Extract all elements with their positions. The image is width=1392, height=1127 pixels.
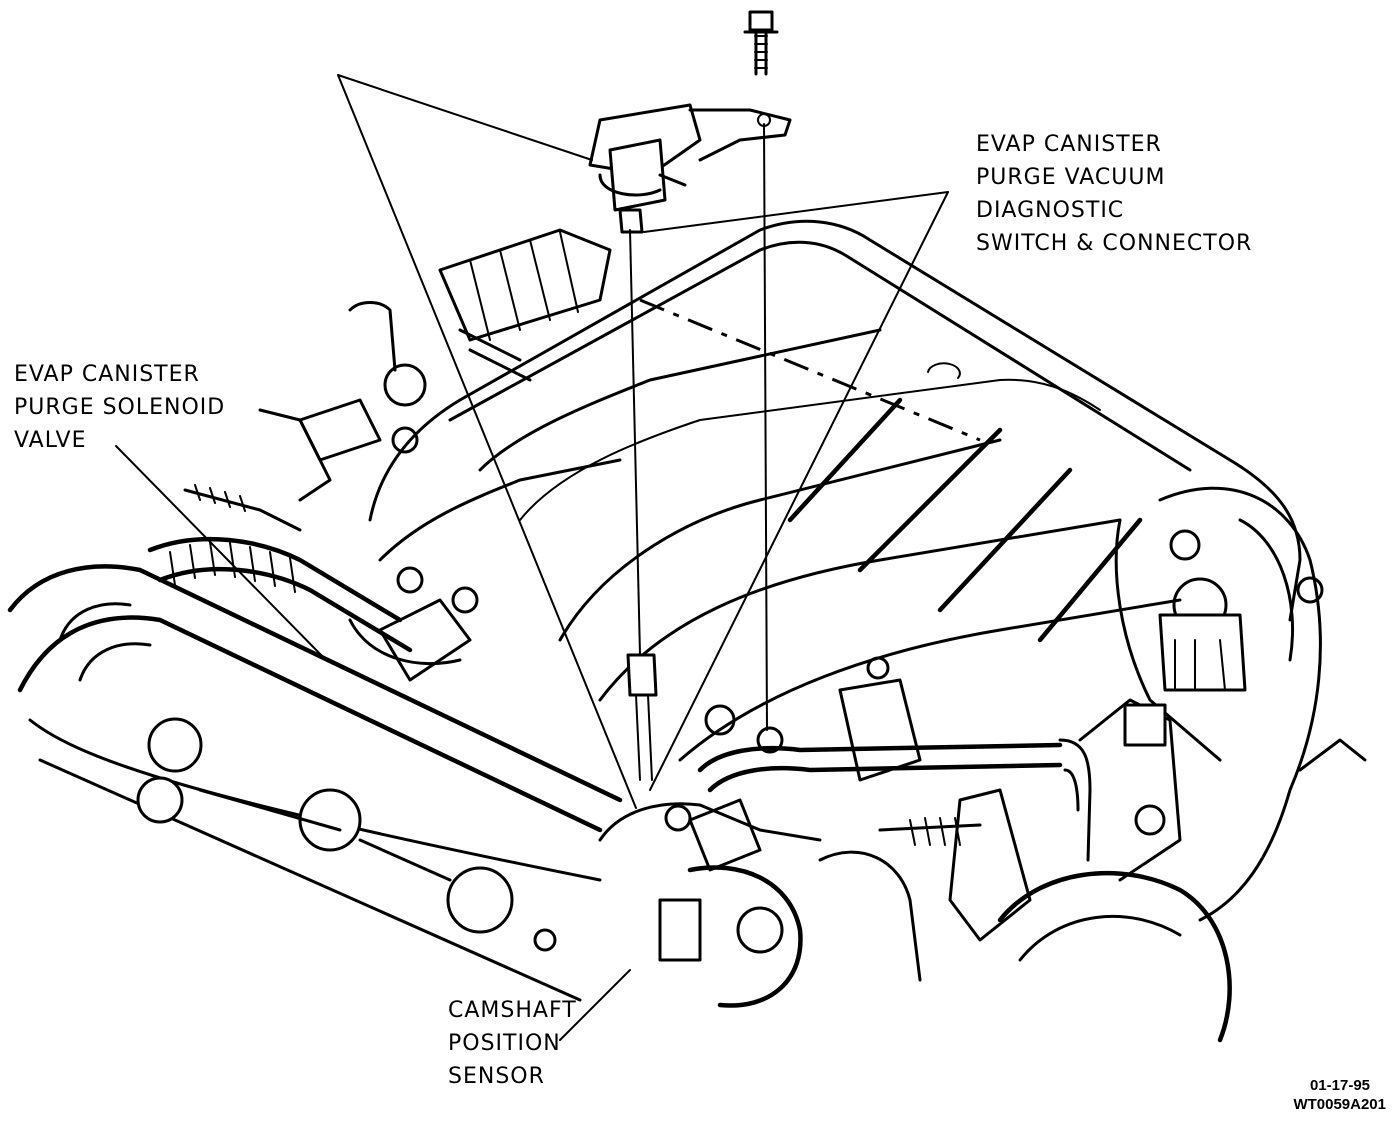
purge-switch-label-line-1: EVAP CANISTER (976, 132, 1162, 157)
camshaft-label-line-2: POSITION (448, 1031, 561, 1056)
wiring-harness (147, 484, 479, 682)
purge-switch-label-line-4: SWITCH & CONNECTOR (976, 231, 1253, 256)
purge-vacuum-switch-label: EVAP CANISTER PURGE VACUUM DIAGNOSTIC SW… (976, 128, 1252, 260)
purge-solenoid-label-line-2: PURGE SOLENOID (14, 395, 226, 420)
diagram-reference-code: WT0059A201 (1293, 1096, 1386, 1113)
throttle-body (997, 486, 1367, 1043)
ignition-coil (258, 228, 612, 502)
front-housing (598, 704, 922, 1008)
camshaft-position-sensor-label: CAMSHAFT POSITION SENSOR (448, 994, 577, 1093)
purge-vacuum-switch (588, 10, 792, 234)
camshaft-label-line-1: CAMSHAFT (448, 998, 577, 1023)
callout-lines (115, 74, 949, 1041)
fuel-rail (7, 564, 623, 1002)
vacuum-hose (697, 738, 1092, 862)
purge-solenoid-label-line-3: VALVE (14, 428, 87, 453)
throttle-linkage (838, 656, 1182, 942)
purge-switch-label-line-2: PURGE VACUUM (976, 165, 1166, 190)
purge-solenoid-label-line-1: EVAP CANISTER (14, 362, 200, 387)
camshaft-label-line-3: SENSOR (448, 1064, 545, 1089)
diagram-date-stamp: 01-17-95 (1309, 1077, 1370, 1094)
camshaft-sensor-connector (626, 653, 658, 781)
intake-manifold (368, 219, 1302, 762)
purge-switch-label-line-3: DIAGNOSTIC (976, 198, 1125, 223)
purge-solenoid-valve-label: EVAP CANISTER PURGE SOLENOID VALVE (14, 358, 225, 457)
